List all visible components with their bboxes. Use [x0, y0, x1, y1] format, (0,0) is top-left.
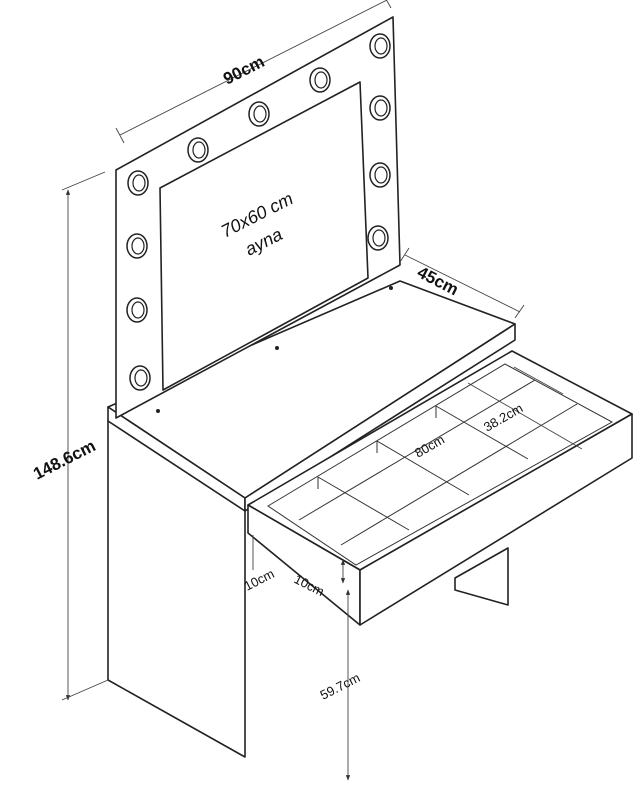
bulb-icon — [126, 233, 148, 259]
bulb-icon — [367, 225, 389, 251]
dimension-lines — [61, 0, 583, 781]
mirror-frame — [115, 16, 401, 419]
bulb-icon — [127, 170, 149, 196]
side-gap-label: 10cm — [242, 566, 277, 594]
bulb-icon — [248, 101, 270, 127]
top-hole — [389, 286, 393, 290]
bulb-icon — [369, 95, 391, 121]
bulb-icon — [369, 162, 391, 188]
width-label: 90cm — [220, 52, 267, 89]
bulb-icon — [369, 33, 391, 59]
bulb-icon — [126, 297, 148, 323]
drawer — [247, 350, 633, 626]
bulb-icon — [187, 137, 209, 163]
mirror-bulbs — [126, 33, 391, 391]
total-height-label: 148.6cm — [30, 436, 98, 483]
bulb-icon — [309, 67, 331, 93]
bulb-icon — [129, 365, 151, 391]
leg-height-label: 59.7cm — [318, 670, 363, 703]
top-hole — [156, 409, 160, 413]
top-hole — [275, 346, 279, 350]
desk-top — [107, 280, 516, 512]
desk-right-leg — [454, 547, 509, 606]
